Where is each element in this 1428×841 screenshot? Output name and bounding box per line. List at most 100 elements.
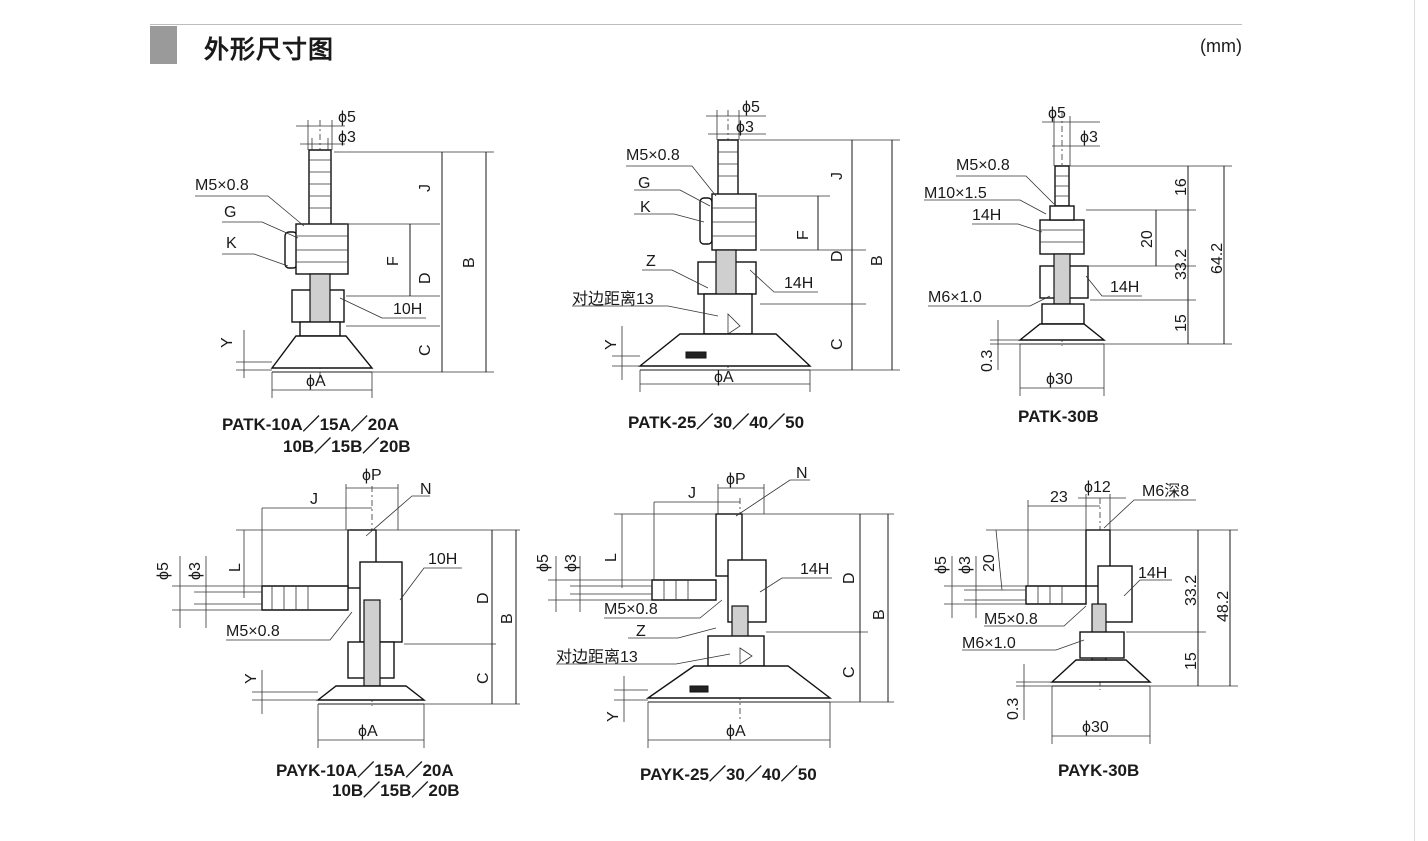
label-thread: M5×0.8 — [604, 601, 658, 618]
label-d482: 48.2 — [1215, 591, 1232, 622]
label-hex: 14H — [800, 561, 829, 578]
label-b: B — [461, 257, 478, 268]
label-phi5: ϕ5 — [338, 109, 356, 126]
figure-payk-30b: 23 ϕ12 M6深8 ϕ5 ϕ3 20 14H M5×0.8 M6×1.0 3… — [933, 479, 1238, 780]
label-d03: 0.3 — [979, 350, 996, 372]
label-thread2: M6×1.0 — [962, 635, 1016, 652]
label-y: Y — [603, 339, 620, 350]
label-l: L — [603, 553, 620, 562]
header-marker — [150, 26, 177, 64]
label-d23: 23 — [1050, 489, 1068, 506]
page-edge — [1414, 0, 1415, 841]
label-phi30: ϕ30 — [1082, 719, 1109, 736]
label-hex: 14H — [1138, 565, 1167, 582]
caption-line2: 10B／15B／20B — [283, 436, 411, 456]
caption-line1: PATK-30B — [1018, 407, 1099, 426]
label-z: Z — [636, 623, 646, 640]
header-rule — [150, 24, 1242, 25]
label-k: K — [640, 199, 651, 216]
label-across: 对边距离13 — [572, 290, 654, 308]
label-phi5: ϕ5 — [1048, 105, 1066, 122]
label-j: J — [310, 491, 318, 508]
label-phia: ϕA — [726, 723, 746, 740]
label-d: D — [829, 250, 846, 262]
label-phi3: ϕ3 — [187, 562, 204, 580]
label-hex: 10H — [393, 301, 422, 318]
label-phi12: ϕ12 — [1084, 479, 1111, 496]
label-d15: 15 — [1183, 652, 1200, 670]
label-g: G — [638, 175, 650, 192]
caption-line2: 10B／15B／20B — [332, 780, 460, 800]
page-title: 外形尺寸图 — [204, 35, 335, 64]
label-b: B — [871, 609, 888, 620]
label-b: B — [499, 613, 516, 624]
label-z: Z — [646, 253, 656, 270]
figure-payk-25: ϕP N J L ϕ5 ϕ3 14H M5×0.8 Z 对边距离13 D B C… — [535, 465, 894, 784]
label-thread1: M5×0.8 — [956, 157, 1010, 174]
caption-line1: PAYK-10A／15A／20A — [276, 760, 454, 780]
label-f: F — [795, 230, 812, 240]
figure-patk-10a: ϕ5 ϕ3 M5×0.8 G K 10H J F D B C Y ϕA PATK… — [195, 109, 494, 456]
label-d: D — [475, 592, 492, 604]
label-d: D — [841, 572, 858, 584]
label-hex1: 14H — [972, 207, 1001, 224]
label-c: C — [475, 672, 492, 684]
label-y: Y — [219, 337, 236, 348]
label-d16: 16 — [1173, 178, 1190, 196]
label-j: J — [829, 172, 846, 180]
label-c: C — [829, 338, 846, 350]
label-thread: M5×0.8 — [226, 623, 280, 640]
label-phi5: ϕ5 — [535, 554, 552, 572]
label-phi5: ϕ5 — [155, 562, 172, 580]
label-j: J — [417, 184, 434, 192]
label-j: J — [688, 485, 696, 502]
label-phip: ϕP — [362, 467, 382, 484]
label-phia: ϕA — [306, 373, 326, 390]
label-phi3: ϕ3 — [338, 129, 356, 146]
label-phi3: ϕ3 — [957, 556, 974, 574]
label-d20: 20 — [981, 554, 998, 572]
label-phi3: ϕ3 — [736, 119, 754, 136]
label-y: Y — [243, 673, 260, 684]
label-tap: M6深8 — [1142, 482, 1189, 500]
label-phip: ϕP — [726, 471, 746, 488]
unit-label: (mm) — [1200, 36, 1242, 56]
label-b: B — [869, 255, 886, 266]
label-g: G — [224, 204, 236, 221]
label-across: 对边距离13 — [556, 648, 638, 666]
caption-line1: PATK-10A／15A／20A — [222, 414, 399, 434]
label-phia: ϕA — [358, 723, 378, 740]
label-phi3: ϕ3 — [563, 554, 580, 572]
label-n: N — [420, 481, 432, 498]
figure-payk-10a: ϕP N J L ϕ5 ϕ3 10H M5×0.8 D B C Y ϕA PAY… — [155, 467, 520, 800]
label-hex: 14H — [784, 275, 813, 292]
label-hex: 10H — [428, 551, 457, 568]
label-l: L — [227, 563, 244, 572]
label-thread3: M6×1.0 — [928, 289, 982, 306]
label-c: C — [841, 666, 858, 678]
caption-line1: PAYK-25／30／40／50 — [640, 764, 817, 784]
label-thread1: M5×0.8 — [984, 611, 1038, 628]
label-phi30: ϕ30 — [1046, 371, 1073, 388]
label-phi3: ϕ3 — [1080, 129, 1098, 146]
label-n: N — [796, 465, 808, 482]
label-thread2: M10×1.5 — [924, 185, 987, 202]
label-phi5: ϕ5 — [933, 556, 950, 574]
label-c: C — [417, 344, 434, 356]
label-thread: M5×0.8 — [195, 177, 249, 194]
figure-patk-25: ϕ5 ϕ3 M5×0.8 G K Z 14H 对边距离13 J F D B C … — [572, 99, 900, 432]
label-d15: 15 — [1173, 314, 1190, 332]
label-phia: ϕA — [714, 369, 734, 386]
label-d332: 33.2 — [1173, 249, 1190, 280]
label-d642: 64.2 — [1209, 243, 1226, 274]
label-f: F — [385, 256, 402, 266]
label-hex2: 14H — [1110, 279, 1139, 296]
caption-line1: PAYK-30B — [1058, 761, 1139, 780]
label-phi5: ϕ5 — [742, 99, 760, 116]
caption-line1: PATK-25／30／40／50 — [628, 412, 804, 432]
label-thread: M5×0.8 — [626, 147, 680, 164]
label-d: D — [417, 272, 434, 284]
label-k: K — [226, 235, 237, 252]
label-d20: 20 — [1139, 230, 1156, 248]
